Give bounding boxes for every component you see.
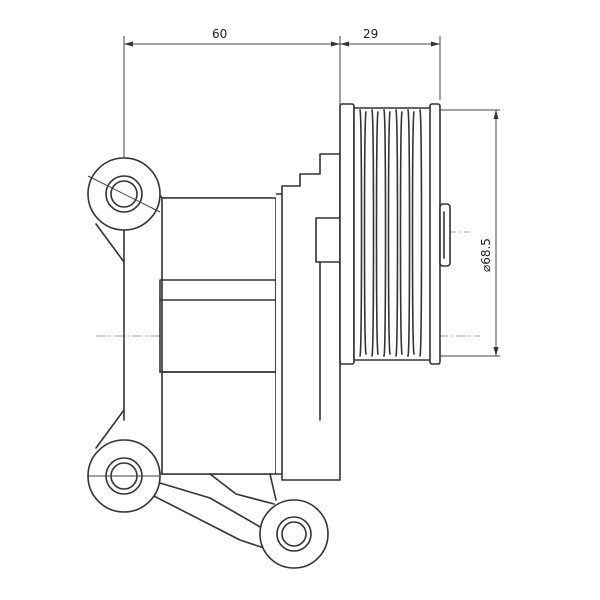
pulley-groove-1 <box>363 111 367 355</box>
hub-stepped-outline <box>276 153 341 481</box>
pulley-flange-right <box>429 103 441 365</box>
mounting-eye-leg <box>259 499 329 569</box>
pulley-flange-left <box>339 103 355 365</box>
housing-body <box>159 197 277 475</box>
pulley-rib-6 <box>419 109 423 357</box>
hub-plate <box>276 153 341 481</box>
leg-edge-1 <box>149 479 263 529</box>
leg-edge-2 <box>149 493 265 549</box>
arrow-left <box>124 41 133 47</box>
dimension-label-width: 60 <box>212 27 227 41</box>
dimension-diameter: ⌀68.5 <box>432 109 500 357</box>
leg-edge-3 <box>209 473 275 505</box>
pulley-groove-5 <box>411 111 415 355</box>
dimension-label-depth: 29 <box>363 27 378 41</box>
arrow-right <box>331 41 340 47</box>
pulley-rib-5 <box>407 109 411 357</box>
pulley-rib-2 <box>371 109 375 357</box>
eye-top-bore-inner <box>110 180 138 208</box>
eye-leg-bore <box>276 516 312 552</box>
eye-leg-outer <box>259 499 329 569</box>
mounting-eye-top <box>87 157 161 231</box>
bracket-taper-bottom <box>95 409 125 449</box>
dimension-label-diameter: ⌀68.5 <box>479 238 493 272</box>
pulley-rib-3 <box>383 109 387 357</box>
arrow-diameter-top <box>493 110 499 119</box>
arrow-depth-right <box>431 41 440 47</box>
pulley-grooves <box>359 109 423 357</box>
arrow-depth-left <box>340 41 349 47</box>
pulley-groove-3 <box>387 111 391 355</box>
pulley-groove-2 <box>375 111 379 355</box>
bracket-taper-top <box>95 223 125 263</box>
eye-top-bore <box>105 175 143 213</box>
bracket-top-link <box>147 177 273 199</box>
dimension-depth: 29 <box>340 27 441 100</box>
dimension-width: 60 <box>123 27 341 180</box>
arrow-diameter-bottom <box>493 347 499 356</box>
mounting-eye-bottom <box>87 439 161 513</box>
pulley-bolt-head <box>439 203 451 267</box>
eye-leg-bore-inner <box>281 521 307 547</box>
leg-edge-4 <box>269 473 277 501</box>
pulley-rib-1 <box>359 109 363 357</box>
pulley-rib-4 <box>395 109 399 357</box>
pulley-groove-4 <box>399 111 403 355</box>
housing-main <box>161 197 277 475</box>
eye-top-axis <box>87 175 161 213</box>
grooved-pulley <box>339 103 451 365</box>
hub-spigot <box>315 217 341 263</box>
lower-leg <box>149 473 277 549</box>
